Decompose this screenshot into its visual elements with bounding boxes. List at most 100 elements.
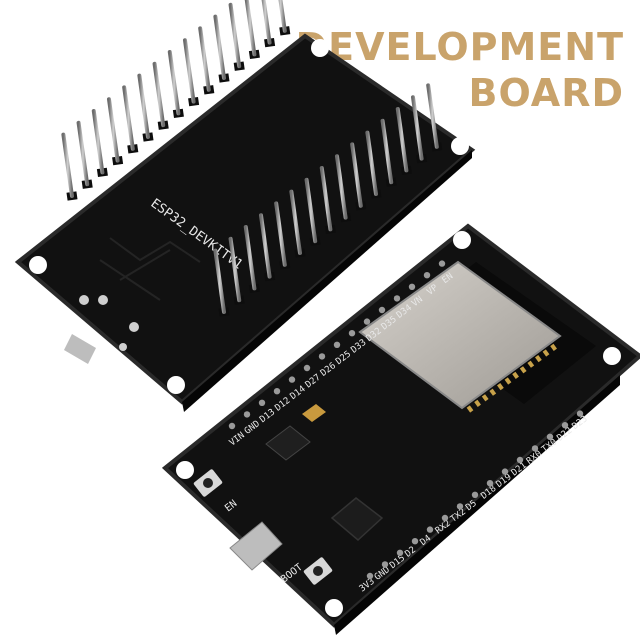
header-pin (501, 468, 509, 475)
mounting-hole (29, 256, 47, 274)
back-header-row-right (213, 83, 443, 317)
back-board: ESP32_DEVKITV1 (14, 0, 476, 412)
header-pin (426, 526, 434, 533)
header-pin (228, 236, 245, 305)
header-pin (546, 433, 554, 440)
mounting-hole (451, 137, 469, 155)
header-pin (76, 120, 93, 189)
header-pin (198, 26, 215, 95)
header-pin (228, 422, 236, 430)
header-pin (228, 2, 245, 71)
header-pin (334, 154, 352, 223)
module-pad (489, 388, 497, 396)
mounting-hole (325, 599, 343, 617)
solder-pad (129, 322, 139, 332)
header-pin (106, 97, 124, 166)
header-pin (167, 50, 184, 119)
header-pin (395, 107, 412, 176)
module-pads (466, 343, 557, 413)
mounting-hole (453, 231, 471, 249)
header-pin (561, 422, 569, 429)
module-pad (512, 371, 519, 380)
header-pin (410, 95, 428, 164)
header-pin (486, 480, 494, 487)
usb-uart-chip (330, 497, 384, 541)
header-pin (273, 388, 281, 395)
header-pin (278, 0, 291, 36)
module-pad (474, 399, 481, 408)
en-button[interactable] (193, 469, 223, 498)
module-pad (535, 354, 542, 363)
mounting-hole (603, 347, 621, 365)
header-pin (213, 14, 230, 83)
header-pin (411, 538, 419, 545)
header-pin (380, 118, 397, 187)
mounting-hole (176, 461, 194, 479)
front-board: EN BOOT VINGNDD13D12D14D27D26D25D33D32D3… (161, 223, 640, 635)
module-pad (481, 394, 489, 402)
header-pin (381, 561, 389, 568)
header-pin (243, 411, 251, 418)
module-pad (550, 343, 557, 352)
module-pad (497, 382, 504, 391)
voltage-regulator (265, 425, 311, 461)
header-pin (61, 132, 78, 201)
header-pin (91, 109, 108, 178)
header-pin (319, 166, 336, 235)
header-pin (244, 0, 260, 60)
header-pin (182, 38, 200, 107)
header-pin (348, 330, 356, 337)
header-pin (333, 341, 341, 348)
module-pad (466, 405, 474, 413)
mounting-hole (167, 376, 185, 394)
solder-pad (119, 343, 127, 351)
header-pin (531, 445, 539, 452)
header-pin (438, 260, 446, 267)
header-pin (426, 83, 443, 152)
header-pin (318, 353, 326, 360)
solder-pad (79, 295, 89, 305)
micro-usb-port (229, 521, 283, 571)
header-pin (576, 410, 584, 417)
header-pin (137, 73, 154, 142)
header-pin (350, 142, 367, 211)
header-pin (393, 295, 401, 302)
header-pin (456, 503, 464, 510)
esp32-module-shield (358, 260, 562, 410)
module-pad (504, 377, 512, 385)
headline-board: BOARD (468, 71, 624, 115)
front-header-row-top (228, 260, 446, 430)
module-pad (527, 360, 535, 368)
header-pin (152, 61, 169, 130)
header-pin (303, 364, 311, 372)
header-pin (408, 283, 416, 290)
module-pad (519, 366, 527, 374)
module-pad (542, 349, 550, 357)
header-pin (258, 399, 266, 406)
tantalum-capacitor (302, 404, 326, 422)
header-pin (261, 0, 276, 48)
header-pin (423, 272, 431, 279)
back-usb-port (64, 334, 96, 364)
header-pin (471, 491, 479, 498)
solder-pad (98, 295, 108, 305)
back-header-row-left (61, 0, 291, 201)
front-header-row-bottom (366, 410, 584, 580)
header-pin (122, 85, 139, 154)
header-pin (441, 514, 449, 522)
boot-button[interactable] (303, 557, 333, 586)
header-pin (366, 572, 374, 580)
header-pin (258, 213, 276, 282)
header-pin (304, 177, 321, 246)
header-pin (243, 225, 260, 294)
headline-development: DEVELOPMENT (295, 25, 624, 69)
header-pin (516, 456, 524, 464)
header-pin (363, 318, 371, 325)
header-pin (213, 248, 230, 317)
mounting-hole (311, 39, 329, 57)
header-pin (365, 130, 382, 199)
header-pin (396, 549, 404, 556)
header-pin (289, 189, 306, 258)
header-pin (274, 201, 291, 270)
